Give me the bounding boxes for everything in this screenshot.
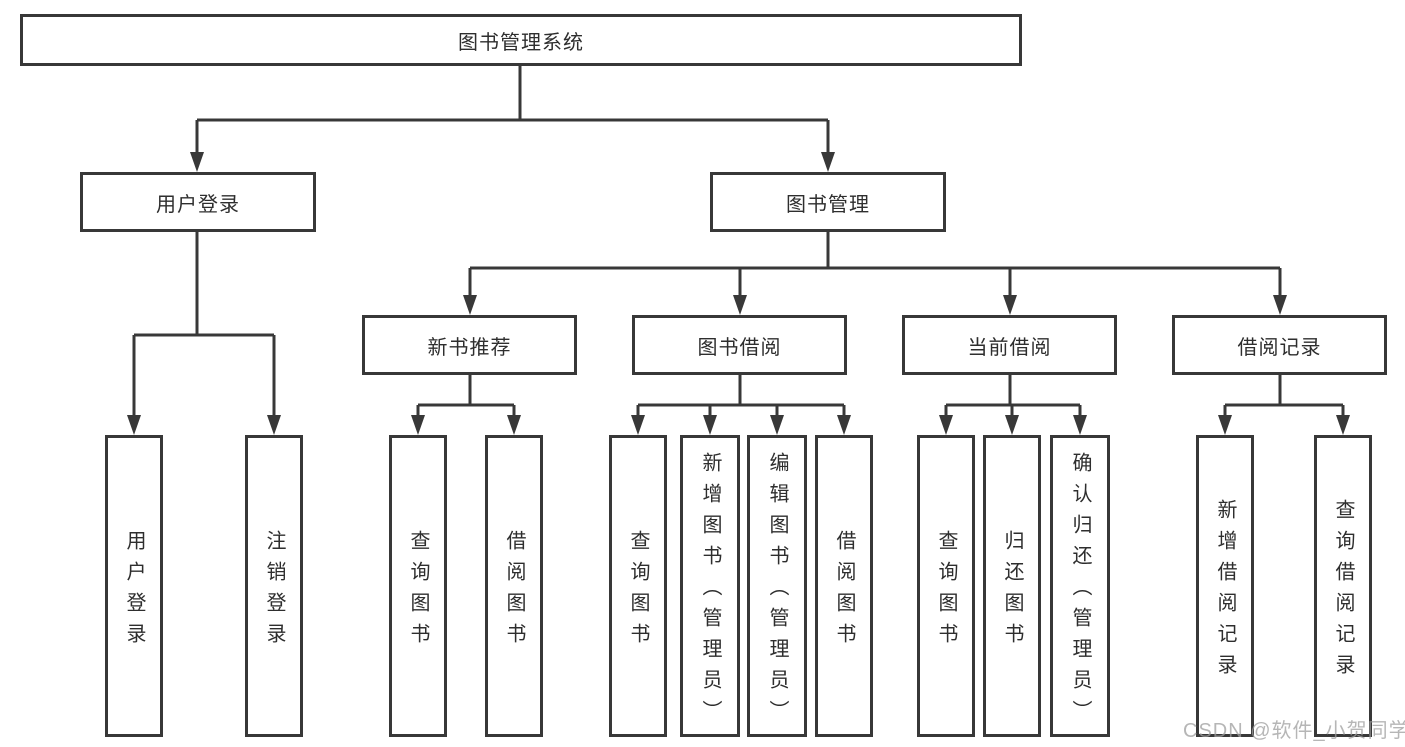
node-current-borrow: 当前借阅 [902, 315, 1117, 375]
arrowhead [411, 415, 425, 435]
node-label: 确认归还（管理员） [1069, 452, 1091, 731]
node-label: 注销登录 [263, 529, 285, 654]
node-label: 用户登录 [123, 529, 145, 654]
leaf-confirm-return-admin: 确认归还（管理员） [1050, 435, 1110, 737]
node-label: 当前借阅 [967, 336, 1052, 359]
arrowheads [127, 152, 1350, 435]
node-label: 新增图书（管理员） [699, 452, 721, 731]
node-label: 借阅记录 [1237, 336, 1322, 359]
arrowhead [127, 415, 141, 435]
arrowhead [703, 415, 717, 435]
arrowhead [190, 152, 204, 172]
node-new-book-recommend: 新书推荐 [362, 315, 577, 375]
node-label: 用户登录 [156, 193, 240, 216]
node-borrow-record: 借阅记录 [1172, 315, 1387, 375]
leaf-edit-book-admin: 编辑图书（管理员） [747, 435, 807, 737]
node-root-system: 图书管理系统 [20, 14, 1022, 66]
arrowhead [837, 415, 851, 435]
arrowhead [821, 152, 835, 172]
arrowhead [1336, 415, 1350, 435]
leaf-return-book: 归还图书 [983, 435, 1041, 737]
rail-current-children [944, 375, 1082, 419]
leaf-borrow-book: 借阅图书 [815, 435, 873, 737]
node-label: 新增借阅记录 [1214, 498, 1236, 685]
leaf-logout: 注销登录 [245, 435, 303, 737]
arrowhead [1003, 295, 1017, 315]
arrowhead [733, 295, 747, 315]
rail-new-book-children [416, 375, 516, 419]
arrowhead [1073, 415, 1087, 435]
arrowhead [463, 295, 477, 315]
rail-book-mgmt-children [468, 232, 1282, 299]
node-label: 借阅图书 [503, 529, 525, 654]
connector-rails [132, 66, 1345, 419]
arrowhead [267, 415, 281, 435]
node-label: 查询图书 [627, 529, 649, 654]
leaf-recommend-borrow-book: 借阅图书 [485, 435, 543, 737]
node-book-management: 图书管理 [710, 172, 946, 232]
leaf-current-query-book: 查询图书 [917, 435, 975, 737]
leaf-add-book-admin: 新增图书（管理员） [680, 435, 740, 737]
node-book-borrow: 图书借阅 [632, 315, 847, 375]
node-label: 编辑图书（管理员） [766, 452, 788, 731]
leaf-add-borrow-record: 新增借阅记录 [1196, 435, 1254, 737]
rail-root-to-level2 [195, 66, 830, 156]
arrowhead [1218, 415, 1232, 435]
arrowhead [1005, 415, 1019, 435]
arrowhead [507, 415, 521, 435]
node-label: 图书管理系统 [458, 31, 584, 54]
leaf-query-borrow-record: 查询借阅记录 [1314, 435, 1372, 737]
node-label: 图书管理 [786, 193, 870, 216]
arrowhead [1273, 295, 1287, 315]
rail-user-login-children [132, 232, 276, 419]
arrowhead [939, 415, 953, 435]
leaf-user-login: 用户登录 [105, 435, 163, 737]
node-label: 查询图书 [407, 529, 429, 654]
node-user-login: 用户登录 [80, 172, 316, 232]
node-label: 新书推荐 [427, 336, 512, 359]
arrowhead [631, 415, 645, 435]
rail-record-children [1223, 375, 1345, 419]
node-label: 图书借阅 [697, 336, 782, 359]
node-label: 借阅图书 [833, 529, 855, 654]
arrowhead [770, 415, 784, 435]
leaf-borrow-query-book: 查询图书 [609, 435, 667, 737]
node-label: 查询借阅记录 [1332, 498, 1354, 685]
csdn-watermark: CSDN @软件_小贺同学 [1183, 720, 1405, 742]
node-label: 归还图书 [1001, 529, 1023, 654]
node-label: 查询图书 [935, 529, 957, 654]
leaf-recommend-query-book: 查询图书 [389, 435, 447, 737]
rail-borrow-children [636, 375, 846, 419]
